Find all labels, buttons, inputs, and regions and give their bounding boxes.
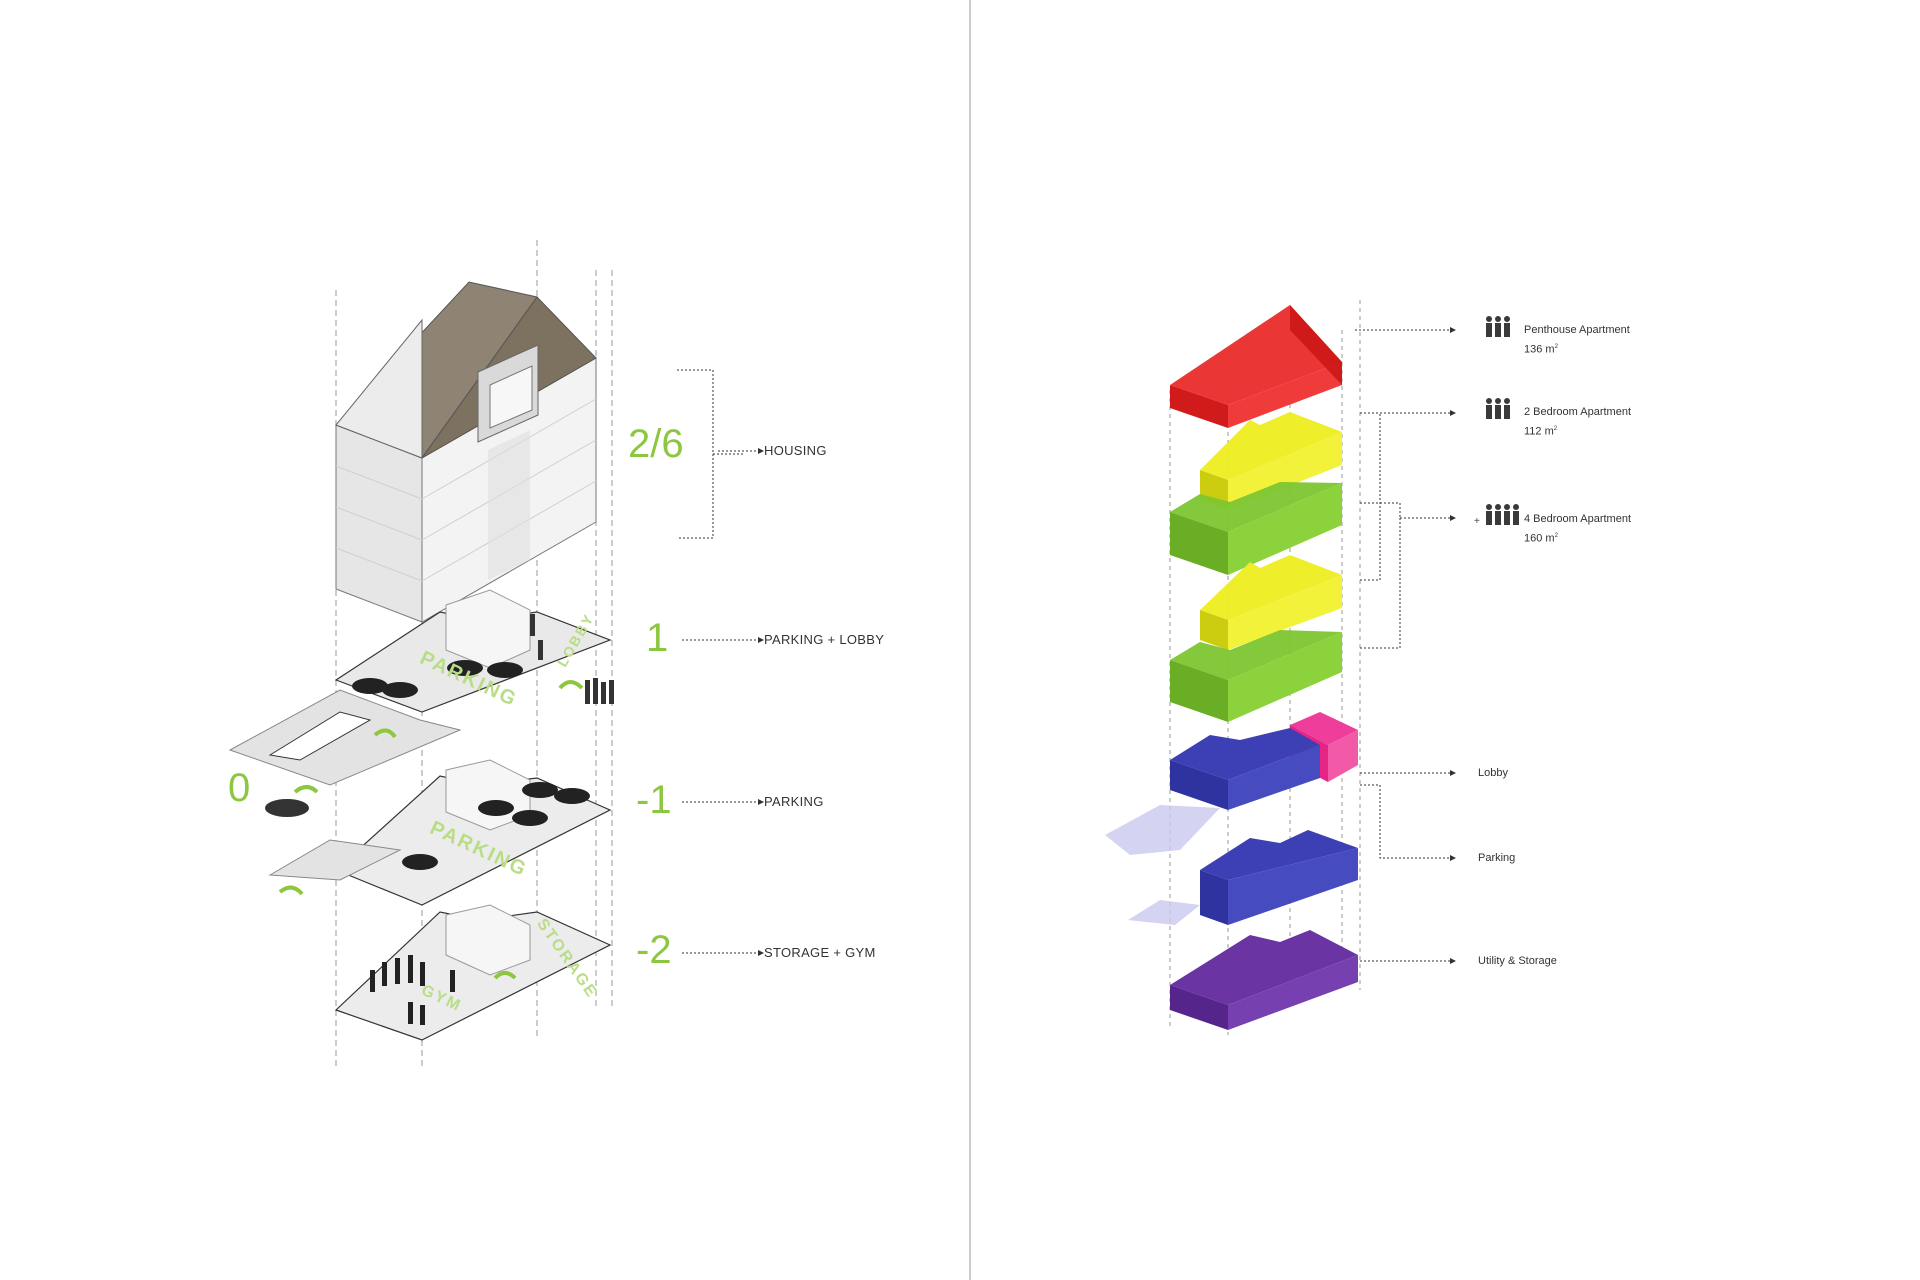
label-parking-lobby: PARKING + LOBBY (764, 632, 885, 647)
ground-car (265, 785, 319, 817)
level-number-minus-2: -2 (636, 928, 672, 972)
four-bedroom-block-upper (1170, 482, 1342, 575)
label-storage-gym: STORAGE + GYM (764, 945, 876, 960)
label-penthouse-apartment: Penthouse Apartment (1524, 324, 1630, 336)
level-number-housing: 2/6 (628, 422, 684, 466)
label-parking: PARKING (764, 794, 824, 809)
parking-block-upper (1105, 728, 1320, 855)
four-bedroom-block-lower (1170, 630, 1342, 722)
two-bedroom-block-lower (1200, 555, 1342, 650)
area-two-bedroom: 112 m2 (1524, 425, 1558, 438)
housing-block (335, 281, 597, 623)
label-lobby: Lobby (1478, 767, 1508, 779)
label-housing: HOUSING (764, 443, 827, 458)
area-four-bedroom: 160 m2 (1524, 532, 1558, 545)
label-parking-right: Parking (1478, 852, 1516, 864)
area-penthouse: 136 m2 (1524, 343, 1558, 356)
level-number-0: 0 (228, 766, 251, 810)
people-icon-penthouse (1486, 316, 1510, 337)
parking-block-lower (1128, 830, 1358, 925)
leader-arrows-left (682, 450, 758, 954)
right-program-diagram (1105, 300, 1519, 1035)
label-four-bedroom-apartment: 4 Bedroom Apartment (1524, 513, 1632, 525)
people-icon-four-bedroom (1486, 504, 1519, 525)
floor-level-minus-1 (268, 759, 612, 906)
leader-lines-right (1355, 329, 1450, 962)
left-building-diagram (228, 240, 764, 1070)
label-two-bedroom-apartment: 2 Bedroom Apartment (1524, 406, 1632, 418)
plus-sign: + (1474, 516, 1480, 527)
penthouse-block (1170, 305, 1342, 428)
utility-storage-block (1170, 930, 1358, 1030)
people-icon-two-bedroom (1486, 398, 1510, 419)
floor-level-1 (228, 589, 614, 786)
housing-bracket (677, 369, 745, 539)
label-utility-storage: Utility & Storage (1478, 955, 1557, 967)
level-number-1: 1 (646, 616, 669, 660)
floor-level-minus-2 (334, 904, 612, 1041)
level-number-minus-1: -1 (636, 778, 672, 822)
